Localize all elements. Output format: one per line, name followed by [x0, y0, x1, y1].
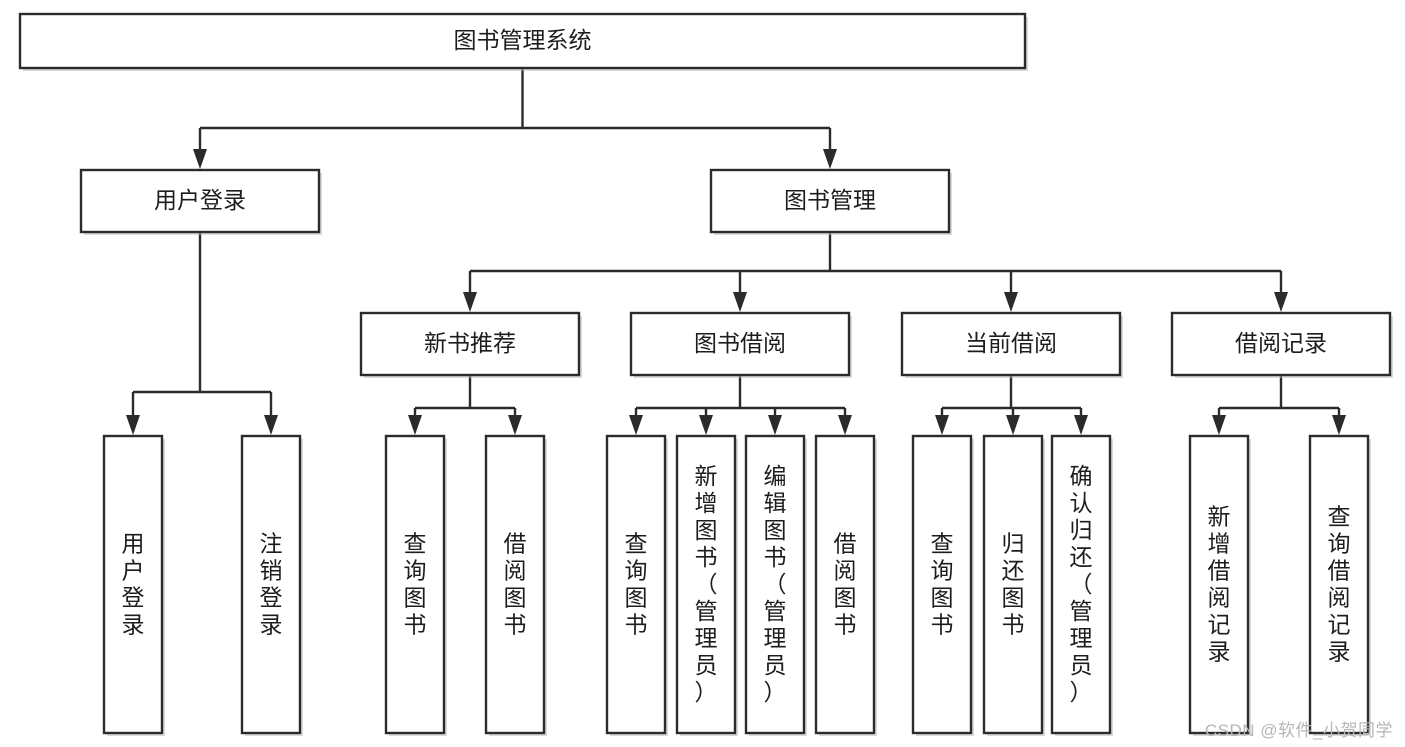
- node-label: 注销登录: [260, 531, 283, 638]
- node-label: 用户登录: [122, 531, 145, 638]
- arrow-head-icon: [1004, 292, 1018, 312]
- node-leaf[interactable]: 新增借阅记录: [1188, 434, 1251, 736]
- node-leaf[interactable]: 编辑图书（管理员）: [744, 434, 807, 736]
- node-label: 借阅图书: [504, 531, 527, 638]
- arrow-head-icon: [768, 415, 782, 435]
- node-leaf[interactable]: 查询借阅记录: [1308, 434, 1371, 736]
- node-label: 用户登录: [154, 187, 246, 213]
- node-root[interactable]: 图书管理系统: [18, 12, 1028, 71]
- node-level3[interactable]: 借阅记录: [1170, 311, 1393, 378]
- node-leaf[interactable]: 新增图书（管理员）: [675, 434, 738, 736]
- node-label: 新增借阅记录: [1208, 504, 1231, 665]
- arrow-head-icon: [126, 415, 140, 435]
- node-level3[interactable]: 当前借阅: [900, 311, 1123, 378]
- connector-layer: [126, 68, 1346, 435]
- arrow-head-icon: [1212, 415, 1226, 435]
- node-leaf[interactable]: 借阅图书: [814, 434, 877, 736]
- arrow-head-icon: [838, 415, 852, 435]
- arrow-head-icon: [629, 415, 643, 435]
- node-label: 图书管理: [784, 187, 876, 213]
- node-layer: 图书管理系统用户登录图书管理新书推荐图书借阅当前借阅借阅记录用户登录注销登录查询…: [18, 12, 1393, 736]
- arrow-head-icon: [823, 149, 837, 169]
- node-level3[interactable]: 图书借阅: [629, 311, 852, 378]
- node-level2[interactable]: 图书管理: [709, 168, 952, 235]
- node-label: 查询图书: [931, 531, 954, 638]
- arrow-head-icon: [264, 415, 278, 435]
- node-leaf[interactable]: 注销登录: [240, 434, 303, 736]
- arrow-head-icon: [1006, 415, 1020, 435]
- node-level2[interactable]: 用户登录: [79, 168, 322, 235]
- node-label: 当前借阅: [965, 330, 1057, 356]
- node-label: 查询借阅记录: [1328, 504, 1351, 665]
- arrow-head-icon: [463, 292, 477, 312]
- node-level3[interactable]: 新书推荐: [359, 311, 582, 378]
- node-leaf[interactable]: 查询图书: [384, 434, 447, 736]
- node-leaf[interactable]: 查询图书: [605, 434, 668, 736]
- arrow-head-icon: [1074, 415, 1088, 435]
- node-label: 图书借阅: [694, 330, 786, 356]
- node-label: 查询图书: [404, 531, 427, 638]
- node-leaf[interactable]: 用户登录: [102, 434, 165, 736]
- node-label: 编辑图书（管理员）: [764, 463, 787, 705]
- node-label: 新增图书（管理员）: [695, 463, 718, 705]
- arrow-head-icon: [508, 415, 522, 435]
- arrow-head-icon: [1332, 415, 1346, 435]
- node-label: 查询图书: [625, 531, 648, 638]
- arrow-head-icon: [1274, 292, 1288, 312]
- node-label: 确认归还（管理员）: [1070, 463, 1093, 705]
- node-leaf[interactable]: 查询图书: [911, 434, 974, 736]
- node-label: 归还图书: [1002, 531, 1025, 638]
- arrow-head-icon: [733, 292, 747, 312]
- arrow-head-icon: [193, 149, 207, 169]
- node-label: 借阅记录: [1235, 330, 1327, 356]
- node-label: 借阅图书: [834, 531, 857, 638]
- node-label: 新书推荐: [424, 330, 516, 356]
- node-leaf[interactable]: 归还图书: [982, 434, 1045, 736]
- arrow-head-icon: [408, 415, 422, 435]
- node-label: 图书管理系统: [454, 27, 592, 53]
- arrow-head-icon: [935, 415, 949, 435]
- node-leaf[interactable]: 确认归还（管理员）: [1050, 434, 1113, 736]
- arrow-head-icon: [699, 415, 713, 435]
- node-leaf[interactable]: 借阅图书: [484, 434, 547, 736]
